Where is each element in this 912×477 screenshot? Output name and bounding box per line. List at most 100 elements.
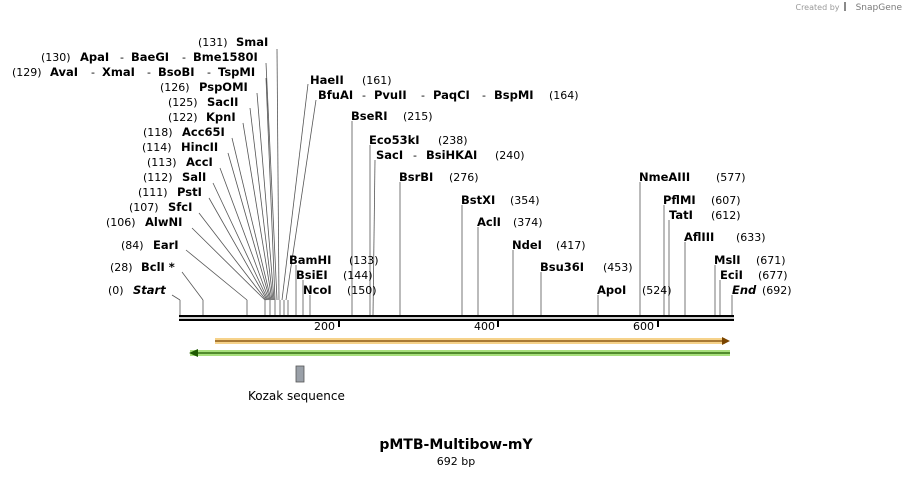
svg-text:-: - xyxy=(91,66,95,79)
site-name[interactable]: SfcI xyxy=(168,200,192,214)
site-name[interactable]: MslI xyxy=(714,253,741,267)
site-name[interactable]: Bme1580I xyxy=(193,50,258,64)
site-pos: (238) xyxy=(438,134,468,147)
site-pos: (671) xyxy=(756,254,786,267)
site-pos: (118) xyxy=(143,126,173,139)
site-name[interactable]: BamHI xyxy=(289,253,331,267)
svg-text:-: - xyxy=(182,51,186,64)
site-connectors xyxy=(171,48,733,316)
site-pos: (453) xyxy=(603,261,633,274)
site-name[interactable]: BspMI xyxy=(494,88,534,102)
site-pos: (215) xyxy=(403,110,433,123)
site-pos: (577) xyxy=(716,171,746,184)
site-name[interactable]: SacII xyxy=(207,95,238,109)
kozak-feature-box[interactable] xyxy=(295,365,305,383)
site-name[interactable]: TspMI xyxy=(218,65,255,79)
site-pos: (607) xyxy=(711,194,741,207)
site-name[interactable]: EciI xyxy=(720,268,743,282)
green-feature-arrow[interactable] xyxy=(189,349,730,357)
site-pos: (107) xyxy=(129,201,159,214)
site-pos: (240) xyxy=(495,149,525,162)
site-pos: (692) xyxy=(762,284,792,297)
svg-text:-: - xyxy=(421,89,425,102)
site-name[interactable]: BseRI xyxy=(351,109,388,123)
backbone-bottom-strand xyxy=(179,318,734,321)
site-name[interactable]: Bsu36I xyxy=(540,260,584,274)
kozak-sequence-label: Kozak sequence xyxy=(248,389,345,403)
site-name[interactable]: BfuAI xyxy=(318,88,353,102)
site-name[interactable]: EarI xyxy=(153,238,179,252)
site-pos: (112) xyxy=(143,171,173,184)
site-pos: (417) xyxy=(556,239,586,252)
site-name[interactable]: BsrBI xyxy=(399,170,433,184)
site-name[interactable]: NmeAIII xyxy=(639,170,690,184)
site-pos: (144) xyxy=(343,269,373,282)
site-name[interactable]: NcoI xyxy=(303,283,332,297)
site-name[interactable]: PflMI xyxy=(663,193,696,207)
site-name[interactable]: BsoBI xyxy=(158,65,195,79)
site-name[interactable]: AflIII xyxy=(684,230,714,244)
site-pos: (130) xyxy=(41,51,71,64)
site-name[interactable]: Eco53kI xyxy=(369,133,420,147)
site-name[interactable]: AccI xyxy=(186,155,213,169)
site-pos: (374) xyxy=(513,216,543,229)
watermark-brand: SnapGene xyxy=(855,3,902,13)
site-name[interactable]: BsiHKAI xyxy=(426,148,477,162)
plasmid-length: 692 bp xyxy=(436,455,476,468)
site-name[interactable]: HincII xyxy=(181,140,218,154)
site-pos: (84) xyxy=(121,239,144,252)
site-name[interactable]: PspOMI xyxy=(199,80,248,94)
site-name[interactable]: BclI * xyxy=(141,260,175,274)
site-name[interactable]: AlwNI xyxy=(145,215,182,229)
snapgene-logo-icon xyxy=(844,2,851,11)
site-name[interactable]: AvaI xyxy=(50,65,78,79)
site-pos: (164) xyxy=(549,89,579,102)
tick-label-400: 400 xyxy=(474,320,495,333)
site-name[interactable]: HaeII xyxy=(310,73,344,87)
site-pos: (161) xyxy=(362,74,392,87)
site-pos: (354) xyxy=(510,194,540,207)
site-name[interactable]: KpnI xyxy=(206,110,236,124)
site-name[interactable]: End xyxy=(732,283,757,297)
site-pos: (633) xyxy=(736,231,766,244)
site-pos: (524) xyxy=(642,284,672,297)
backbone-top-strand xyxy=(179,315,734,318)
svg-text:-: - xyxy=(362,89,366,102)
site-name[interactable]: ApaI xyxy=(80,50,109,64)
svg-text:-: - xyxy=(120,51,124,64)
scale-ticks xyxy=(338,321,659,327)
site-pos: (677) xyxy=(758,269,788,282)
site-name[interactable]: SalI xyxy=(182,170,206,184)
site-name[interactable]: TatI xyxy=(669,208,693,222)
site-pos: (28) xyxy=(110,261,133,274)
site-name[interactable]: SmaI xyxy=(236,35,268,49)
site-pos: (129) xyxy=(12,66,42,79)
site-pos: (106) xyxy=(106,216,136,229)
site-pos: (111) xyxy=(138,186,168,199)
svg-text:-: - xyxy=(482,89,486,102)
tick-label-600: 600 xyxy=(633,320,654,333)
svg-text:-: - xyxy=(207,66,211,79)
orange-feature-arrow[interactable] xyxy=(215,337,730,345)
site-name[interactable]: PaqCI xyxy=(433,88,470,102)
site-name[interactable]: AclI xyxy=(477,215,501,229)
site-pos: (114) xyxy=(142,141,172,154)
site-name[interactable]: BaeGI xyxy=(131,50,169,64)
site-name[interactable]: ApoI xyxy=(597,283,626,297)
site-name[interactable]: Acc65I xyxy=(182,125,225,139)
site-pos: (0) xyxy=(108,284,124,297)
site-labels: (131) SmaI (130) ApaI - BaeGI - Bme1580I… xyxy=(12,35,792,297)
site-pos: (276) xyxy=(449,171,479,184)
site-name[interactable]: XmaI xyxy=(102,65,135,79)
site-pos: (122) xyxy=(168,111,198,124)
site-pos: (133) xyxy=(349,254,379,267)
site-name[interactable]: PstI xyxy=(177,185,202,199)
site-pos: (126) xyxy=(160,81,190,94)
site-name[interactable]: BstXI xyxy=(461,193,495,207)
site-name[interactable]: BsiEI xyxy=(296,268,328,282)
site-name[interactable]: Start xyxy=(133,283,166,297)
site-name[interactable]: SacI xyxy=(376,148,403,162)
site-name[interactable]: NdeI xyxy=(512,238,542,252)
site-name[interactable]: PvuII xyxy=(374,88,407,102)
